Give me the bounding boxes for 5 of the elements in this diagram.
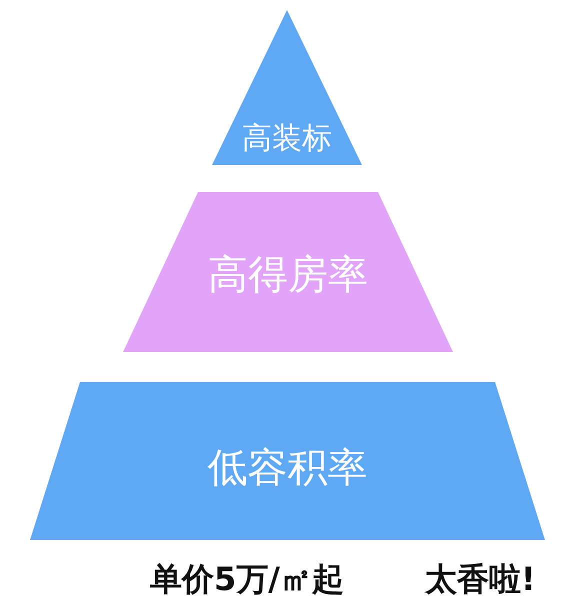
tier-label: 低容积率 — [206, 444, 368, 493]
price-slogan: 单价5万/㎡起 — [150, 559, 344, 600]
exclamation-slogan: 太香啦! — [425, 559, 536, 600]
tier-label: 高装标 — [241, 120, 333, 158]
tier-label: 高得房率 — [207, 251, 369, 300]
